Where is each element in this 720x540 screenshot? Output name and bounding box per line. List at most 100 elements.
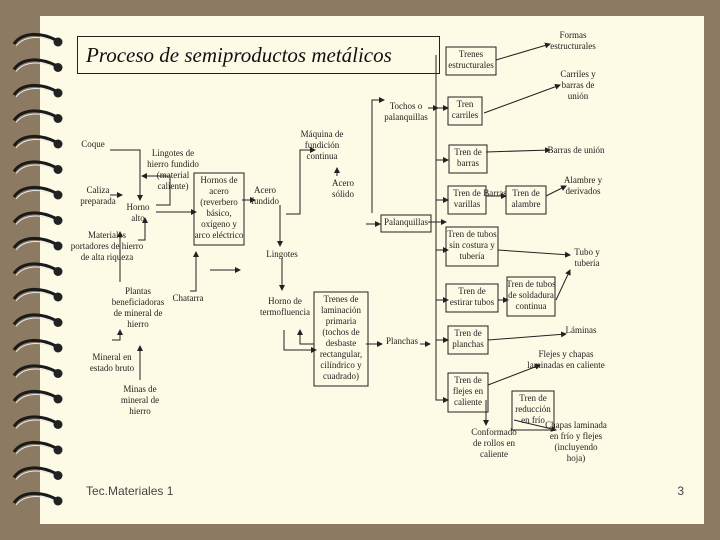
- node-laminas: Láminas: [566, 325, 597, 335]
- node-label-line: desbaste: [326, 338, 357, 348]
- node-label-line: Tren: [457, 99, 474, 109]
- node-label-line: flejes en: [453, 386, 484, 396]
- node-label-line: primaria: [326, 316, 357, 326]
- flow-connector: [488, 334, 566, 340]
- node-label-line: varillas: [454, 199, 481, 209]
- flow-connector: [556, 270, 570, 300]
- node-label-line: caliente): [158, 181, 189, 191]
- flow-connector: [484, 85, 560, 113]
- node-label-line: Conformado: [471, 427, 517, 437]
- node-label-line: estirar tubos: [450, 297, 495, 307]
- flow-connector: [498, 250, 570, 255]
- node-label-line: cuadrado): [323, 371, 359, 381]
- node-label-line: (material: [157, 170, 190, 180]
- node-label-line: oxígeno y: [201, 219, 237, 229]
- node-label-line: unión: [568, 91, 589, 101]
- node-label-line: acero: [209, 186, 229, 196]
- node-label-line: estructurales: [448, 60, 494, 70]
- flow-connector: [190, 252, 196, 291]
- node-label-line: (reverbero: [200, 197, 238, 207]
- node-label-line: fundición: [305, 140, 340, 150]
- node-label-line: Barras de unión: [548, 145, 605, 155]
- node-label-line: Tren de: [512, 188, 539, 198]
- node-label-line: Tren de tubos: [506, 279, 556, 289]
- node-chatarra: Chatarra: [173, 293, 204, 303]
- node-tren-barras: Tren debarras: [449, 145, 487, 173]
- node-label-line: continua: [516, 301, 547, 311]
- node-planchas: Planchas: [386, 336, 418, 346]
- node-label-line: Formas: [560, 30, 587, 40]
- node-label-line: Materiales: [88, 230, 126, 240]
- node-tren-tubos-costura: Tren de tubossin costura ytubería: [446, 227, 498, 266]
- node-label-line: cilíndrico y: [320, 360, 362, 370]
- node-label-line: barras de: [562, 80, 595, 90]
- node-label-line: continua: [307, 151, 338, 161]
- node-conformado: Conformadode rollos encaliente: [471, 427, 517, 459]
- node-label-line: Alambre y: [564, 175, 603, 185]
- node-label-line: hierro fundido: [147, 159, 199, 169]
- node-label-line: planchas: [452, 339, 484, 349]
- node-label-line: arco eléctrico: [195, 230, 244, 240]
- node-label-line: Barras: [483, 188, 507, 198]
- node-label-line: Minas de: [123, 384, 156, 394]
- node-label-line: laminadas en caliente: [527, 360, 604, 370]
- footer-course: Tec.Materiales 1: [86, 484, 173, 498]
- node-tren-carriles: Trencarriles: [448, 97, 482, 125]
- node-coque: Coque: [81, 139, 105, 149]
- node-label-line: básico,: [206, 208, 231, 218]
- node-label-line: derivados: [566, 186, 601, 196]
- node-label-line: tubería: [460, 251, 485, 261]
- node-label-line: Tren de: [458, 286, 485, 296]
- node-label-line: en frío: [521, 415, 545, 425]
- node-label-line: Tochos o: [390, 101, 423, 111]
- node-label-line: Acero: [254, 185, 276, 195]
- node-label-line: alambre: [512, 199, 541, 209]
- node-alambre-derivados: Alambre yderivados: [564, 175, 603, 196]
- node-label-line: estado bruto: [90, 363, 135, 373]
- node-label-line: fundido: [251, 196, 279, 206]
- node-tren-varillas: Tren devarillas: [448, 186, 486, 214]
- node-label-line: termofluencia: [260, 307, 310, 317]
- node-label-line: de alta riqueza: [81, 252, 133, 262]
- node-label-line: palanquillas: [384, 112, 428, 122]
- node-horno-alto: Hornoalto: [127, 202, 150, 223]
- node-barras-union: Barras de unión: [548, 145, 605, 155]
- node-label-line: Coque: [81, 139, 105, 149]
- node-label-line: hierro: [127, 319, 149, 329]
- node-label-line: caliente: [454, 397, 482, 407]
- node-label-line: estructurales: [550, 41, 596, 51]
- node-barras: Barras: [483, 188, 507, 198]
- node-label-line: reducción: [515, 404, 551, 414]
- node-label-line: Tren de tubos: [447, 229, 497, 239]
- node-label-line: mineral de: [121, 395, 159, 405]
- node-label-line: Tubo y: [574, 247, 600, 257]
- node-label-line: Tren de: [454, 147, 481, 157]
- node-label-line: Lingotes de: [152, 148, 194, 158]
- node-label-line: Acero: [332, 178, 354, 188]
- node-label-line: Tren de: [454, 375, 481, 385]
- node-label-line: rectangular,: [320, 349, 362, 359]
- node-label-line: Palanquillas: [384, 217, 428, 227]
- node-label-line: Planchas: [386, 336, 418, 346]
- node-label-line: sin costura y: [449, 240, 495, 250]
- page-number: 3: [677, 484, 684, 498]
- node-palanquillas: Palanquillas: [381, 215, 431, 232]
- node-label-line: preparada: [80, 196, 115, 206]
- node-label-line: laminación: [321, 305, 361, 315]
- node-label-line: caliente: [480, 449, 508, 459]
